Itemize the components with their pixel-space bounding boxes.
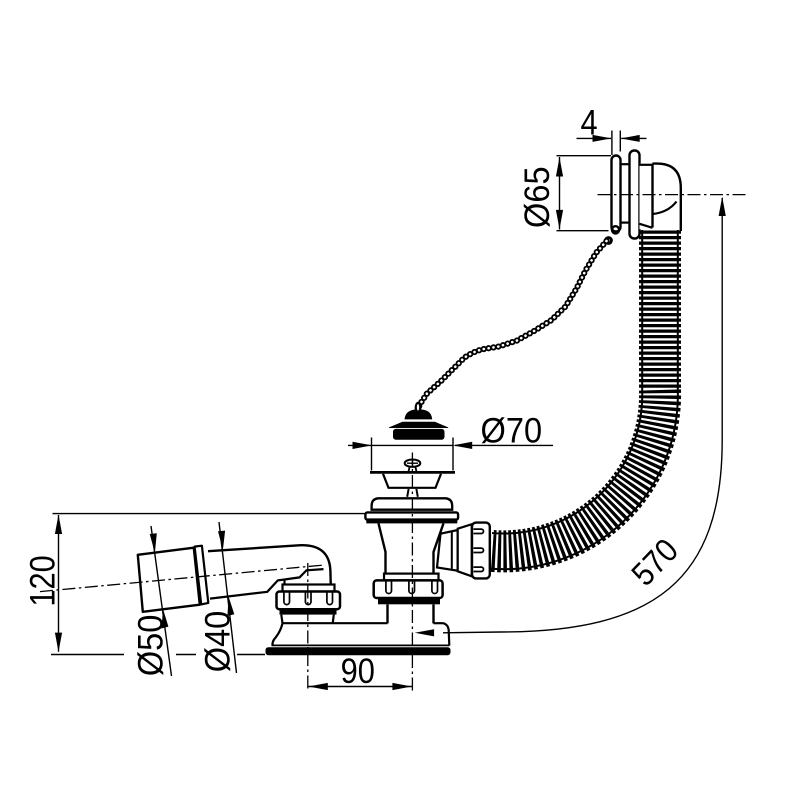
svg-text:120: 120 — [23, 555, 62, 606]
svg-text:Ø40: Ø40 — [199, 611, 238, 673]
svg-text:90: 90 — [341, 651, 375, 690]
svg-text:Ø70: Ø70 — [481, 411, 543, 450]
svg-text:Ø50: Ø50 — [132, 615, 171, 677]
svg-text:4: 4 — [580, 103, 597, 142]
svg-text:Ø65: Ø65 — [518, 166, 557, 228]
